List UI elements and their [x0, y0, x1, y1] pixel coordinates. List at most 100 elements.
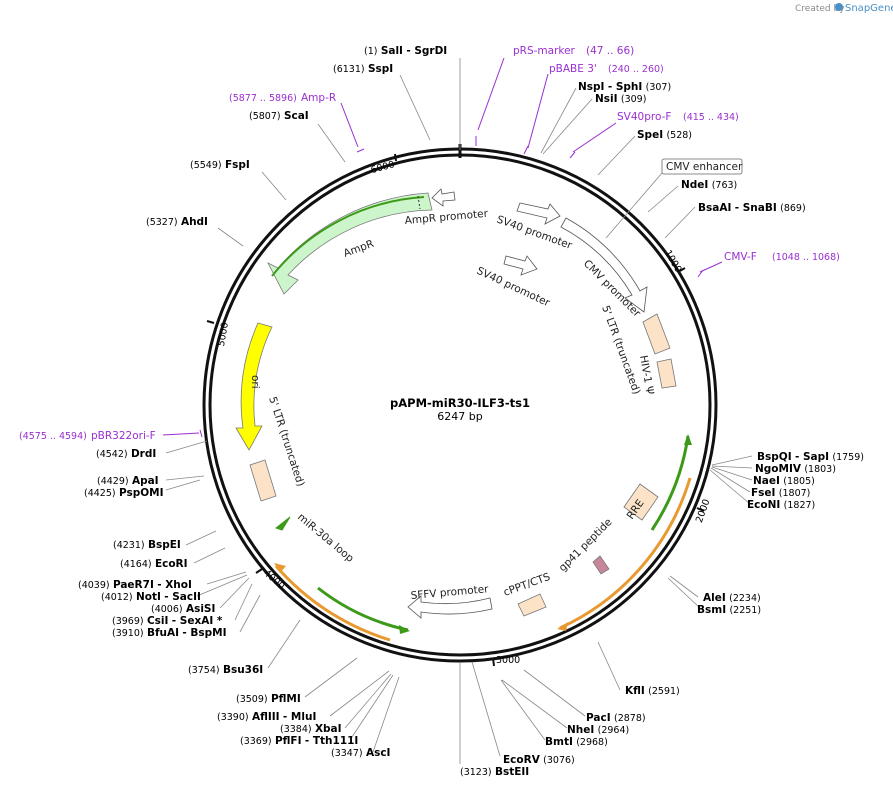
- credit-brand: SnapGene: [845, 3, 893, 14]
- site-kfli-pos: (2591): [648, 686, 680, 697]
- orange-arc-right: [559, 477, 692, 630]
- site-sspi-pos: (6131): [333, 64, 365, 75]
- site-spei-nm: SpeI: [637, 129, 663, 141]
- site-label-sali: (1) SalI - SgrDI: [364, 45, 447, 57]
- site-ecori-nm: EcoRI: [155, 558, 188, 570]
- label-sv40-promoter-1: SV40 promoter: [495, 214, 574, 253]
- site-fspi-nm: FspI: [225, 159, 250, 171]
- site-scai-nm: ScaI: [284, 110, 309, 122]
- site-afliii-nm: AflIII: [252, 711, 280, 723]
- site-label-bsaai: BsaAI - SnaBI (869): [698, 202, 806, 214]
- site-paer7i-nm: - XhoI: [157, 579, 192, 591]
- site-label-asisi: (4006) AsiSI: [151, 603, 215, 615]
- site-label-csii: (3969) CsiI - SexAI *: [112, 615, 223, 627]
- site-asisi-nm: AsiSI: [186, 603, 215, 615]
- site-label-nsii: NsiI (309): [595, 93, 646, 105]
- label-cmv-enhancer: CMV enhancer: [666, 161, 743, 173]
- label-sffv: SFFV promoter: [410, 583, 489, 602]
- site-label-pspomi: (4425) PspOMI: [84, 487, 164, 499]
- site-csii-nm: CsiI: [147, 615, 168, 627]
- primer-sv40f-range: (415 .. 434): [683, 112, 739, 123]
- hiv1-box: [656, 358, 677, 389]
- site-bsmi-nm: BsmI: [697, 604, 726, 616]
- site-label-scai: (5807) ScaI: [249, 110, 309, 122]
- label-ltr5-left: 5' LTR (truncated): [266, 395, 306, 488]
- site-bsu36i-nm: Bsu36I: [223, 664, 263, 676]
- credit-text: Created by: [795, 4, 845, 14]
- ori-arrow: [235, 322, 273, 451]
- cppt-box: [517, 593, 547, 617]
- site-nspi-pos: (307): [646, 82, 672, 93]
- site-pflfi-nm: PflFI: [275, 735, 302, 747]
- site-nspi-nm: - SphI: [608, 81, 642, 93]
- primer-cmvf-name: CMV-F: [724, 251, 757, 263]
- gp41-arrow: [592, 555, 610, 575]
- site-ecorv-nm: EcoRV: [503, 754, 541, 766]
- label-sv40-promoter-2: SV40 promoter: [475, 265, 553, 310]
- primer-leaders: [162, 57, 723, 438]
- primer-ampr-name: Amp-R: [301, 92, 336, 104]
- site-pspomi-pos: (4425): [84, 488, 116, 499]
- site-nspi-nm: NspI: [578, 81, 604, 93]
- site-label-drdi: (4542) DrdI: [96, 448, 156, 460]
- site-noti-pos: (4012): [101, 592, 133, 603]
- site-noti-nm: NotI: [136, 591, 161, 603]
- site-label-bfuai: (3910) BfuAI - BspMI: [112, 627, 227, 639]
- site-label-bsteii: (3123) BstEII: [460, 766, 529, 778]
- site-label-alei: AleI (2234): [703, 592, 761, 604]
- site-bspei-nm: BspEI: [148, 539, 181, 551]
- cmv-promoter-arrow: [560, 217, 648, 313]
- primer-cmvf-range: (1048 .. 1068): [772, 252, 840, 263]
- orange-arc-left: [274, 565, 391, 642]
- sv40-promoter-arrow-1: [516, 202, 561, 225]
- site-asci-pos: (3347): [331, 748, 363, 759]
- site-drdi-pos: (4542): [96, 449, 128, 460]
- site-xbai-pos: (3384): [280, 724, 312, 735]
- site-pflfi-nm: - Tth111I: [305, 735, 359, 747]
- site-ecorv-pos: (3076): [543, 755, 575, 766]
- site-ahdi-pos: (5327): [146, 217, 178, 228]
- site-nhei-pos: (2964): [598, 725, 630, 736]
- site-labels: (1) SalI - SgrDI (6131) SspI (5807) ScaI (5…: [78, 45, 864, 778]
- site-label-ecori: (4164) EcoRI: [120, 558, 188, 570]
- site-bspqi-nm: - SapI: [795, 451, 829, 463]
- rre-box: [623, 483, 659, 521]
- site-sali-pos: (1): [364, 46, 377, 57]
- ltr5-right-box: [642, 313, 671, 355]
- site-sspi-nm: SspI: [368, 63, 393, 75]
- site-label-naei: NaeI (1805): [753, 475, 815, 487]
- label-ori: ori: [249, 375, 261, 389]
- site-bfuai-nm: BfuAI: [147, 627, 179, 639]
- site-paci-pos: (2878): [614, 713, 646, 724]
- primer-pbabe-name: pBABE 3': [549, 63, 597, 75]
- site-label-bspei: (4231) BspEI: [113, 539, 181, 551]
- site-fspi-pos: (5549): [190, 160, 222, 171]
- site-ahdi-nm: AhdI: [181, 216, 208, 228]
- ltr5-left-box: [249, 459, 277, 502]
- sv40-promoter-arrow-2: [503, 255, 538, 276]
- site-afliii-nm: - MluI: [283, 711, 316, 723]
- site-bsaai-nm: - SnaBI: [735, 202, 777, 214]
- sffv-promoter-arrow: [407, 595, 493, 619]
- site-csii-pos: (3969): [112, 616, 144, 627]
- primer-pbr-name: pBR322ori-F: [91, 430, 156, 442]
- site-apai-nm: ApaI: [132, 475, 159, 487]
- site-label-pflmi: (3509) PflMI: [236, 693, 301, 705]
- green-line-left: [317, 586, 409, 632]
- site-label-paer7i: (4039) PaeR7I - XhoI: [78, 579, 192, 591]
- site-label-nhei: NheI (2964): [567, 724, 629, 736]
- site-ndei-nm: NdeI: [681, 179, 708, 191]
- site-naei-pos: (1805): [783, 476, 815, 487]
- plasmid-name: pAPM-miR30-ILF3-ts1: [390, 396, 530, 410]
- site-ngomiv-nm: NgoMIV: [755, 463, 802, 475]
- site-label-fsei: FseI (1807): [751, 487, 810, 499]
- primer-pbr-range: (4575 .. 4594): [19, 431, 87, 442]
- primer-ampr-range: (5877 .. 5896): [229, 93, 297, 104]
- site-label-econi: EcoNI (1827): [747, 499, 815, 511]
- site-label-ecorv: EcoRV (3076): [503, 754, 575, 766]
- site-label-ngomiv: NgoMIV (1803): [755, 463, 836, 475]
- label-mir30a: miR-30a loop: [295, 511, 356, 565]
- plasmid-length: 6247 bp: [437, 410, 482, 423]
- label-cppt: cPPT/CTS: [502, 571, 552, 599]
